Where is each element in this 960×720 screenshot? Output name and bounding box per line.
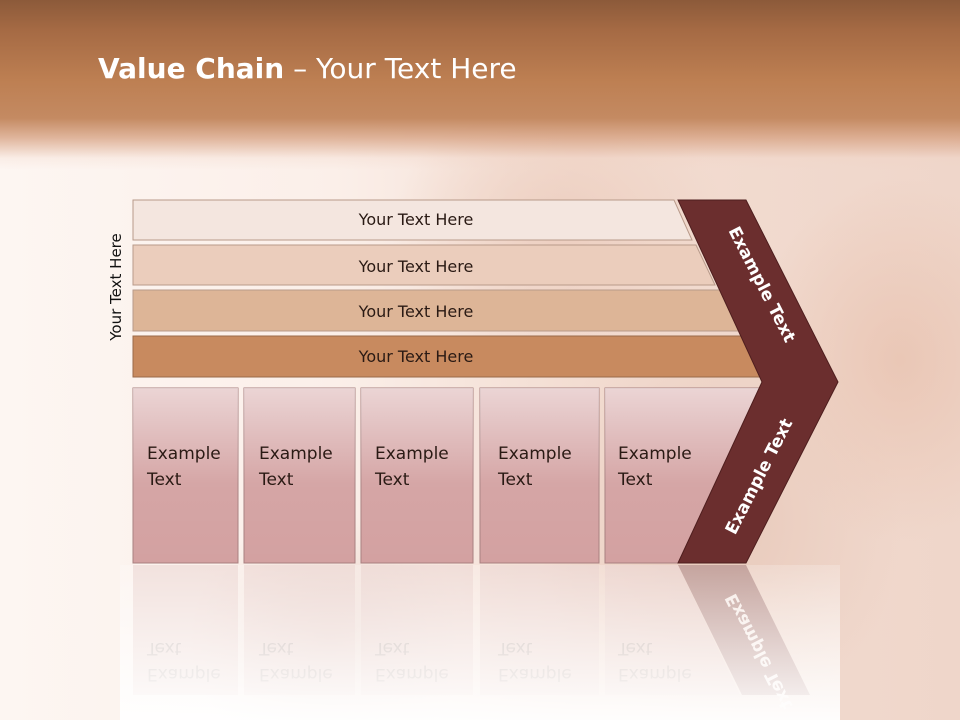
margin-arrow-shape	[677, 199, 839, 564]
primary-box-gloss	[244, 388, 355, 563]
primary-box-line2: Text	[374, 470, 410, 490]
support-bar-2[interactable]: Your Text Here	[132, 244, 716, 286]
primary-box-2[interactable]: Example Text	[243, 387, 356, 564]
primary-box-line2: Text	[146, 470, 182, 490]
primary-box-gloss	[480, 388, 599, 563]
support-bar-label: Your Text Here	[358, 302, 474, 321]
title-bold-part: Value Chain	[98, 52, 285, 85]
primary-box-gloss	[133, 388, 238, 563]
primary-activities: Example Text Example Text Example Text E…	[132, 387, 763, 564]
primary-box-line1: Example	[498, 444, 572, 464]
support-activities: Your Text Here Your Text Here Your Text …	[132, 199, 763, 378]
primary-box-line2: Text	[258, 470, 294, 490]
primary-box-gloss	[605, 388, 762, 563]
primary-box-line1: Example	[618, 444, 692, 464]
support-bar-label: Your Text Here	[358, 257, 474, 276]
header-band	[0, 0, 960, 170]
title-regular-part: – Your Text Here	[284, 52, 517, 85]
support-bar-shape	[132, 244, 716, 286]
primary-box-4[interactable]: Example Text	[479, 387, 600, 564]
primary-box-line2: Text	[497, 470, 533, 490]
primary-box-line1: Example	[147, 444, 221, 464]
support-bar-label: Your Text Here	[358, 347, 474, 366]
slide-title: Value Chain – Your Text Here	[98, 52, 517, 85]
primary-box-3[interactable]: Example Text	[360, 387, 474, 564]
support-bar-shape	[132, 199, 693, 241]
primary-box-5[interactable]: Example Text	[604, 387, 763, 564]
reflection-fade	[120, 565, 840, 720]
primary-box-line2: Text	[617, 470, 653, 490]
primary-box-line1: Example	[375, 444, 449, 464]
support-bar-4[interactable]: Your Text Here	[132, 335, 763, 378]
support-bar-1[interactable]: Your Text Here	[132, 199, 693, 241]
primary-box-gloss	[361, 388, 473, 563]
primary-box-line1: Example	[259, 444, 333, 464]
support-bar-3[interactable]: Your Text Here	[132, 289, 741, 332]
primary-box-1[interactable]: Example Text	[132, 387, 239, 564]
support-bar-label: Your Text Here	[358, 210, 474, 229]
